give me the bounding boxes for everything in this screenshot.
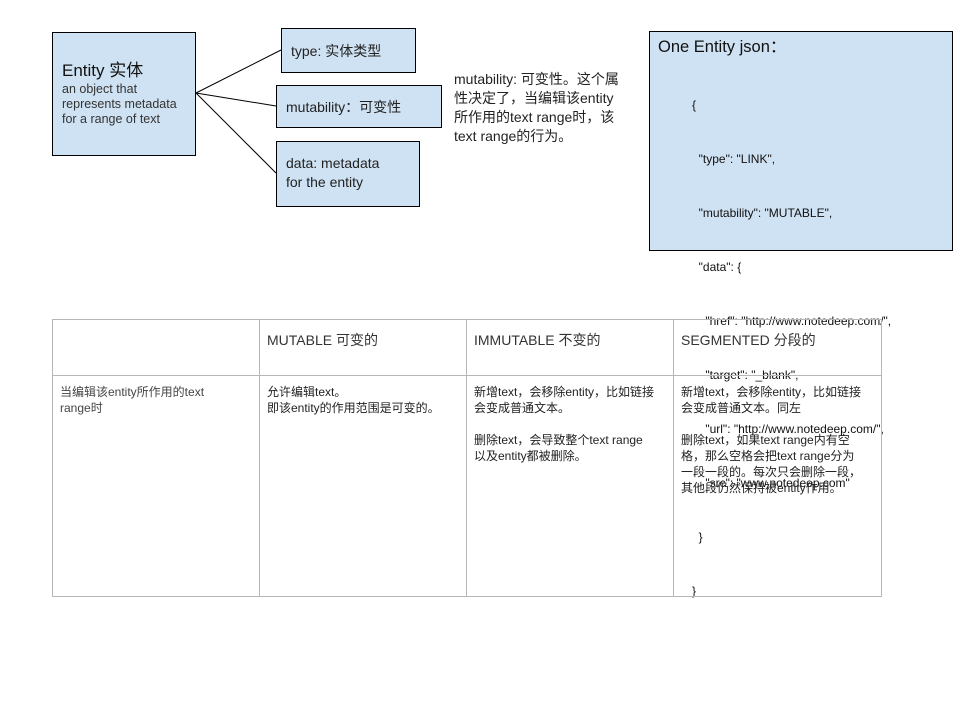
json-line: {	[692, 98, 697, 112]
json-line: "mutability": "MUTABLE",	[692, 206, 833, 220]
connector-to-data	[195, 92, 277, 174]
connector-to-type	[195, 49, 282, 94]
annotation-line: 所作用的text range时，该	[454, 109, 615, 125]
segmented-line: 一段一段的。每次只会删除一段，	[681, 465, 862, 479]
mutable-line: 允许编辑text。	[267, 385, 347, 399]
table-header-row: MUTABLE 可变的 IMMUTABLE 不变的 SEGMENTED 分段的	[52, 319, 882, 376]
connector-to-mutability	[195, 92, 277, 107]
entity-title: Entity 实体	[62, 61, 144, 80]
mutable-line: 即该entity的作用范围是可变的。	[267, 401, 440, 415]
row-label-line: range时	[60, 401, 103, 415]
header-cell-mutable: MUTABLE 可变的	[259, 319, 467, 376]
immutable-line: 删除text，会导致整个text range	[474, 433, 643, 447]
property-data-line: for the entity	[286, 174, 364, 190]
header-cell-immutable: IMMUTABLE 不变的	[466, 319, 674, 376]
entity-node: Entity 实体 an object that represents meta…	[52, 32, 196, 156]
property-mutability-node: mutability：可变性	[276, 85, 442, 128]
segmented-cell: 新增text，会移除entity，比如链接 会变成普通文本。同左 删除text，…	[673, 375, 882, 597]
row-label-cell: 当编辑该entity所作用的text range时	[52, 375, 260, 597]
entity-desc-line: represents metadata	[62, 97, 177, 111]
mutability-annotation: mutability: 可变性。这个属 性决定了，当编辑该entity 所作用的…	[454, 70, 644, 146]
entity-desc-line: for a range of text	[62, 112, 160, 126]
segmented-line: 会变成普通文本。同左	[681, 401, 802, 415]
property-type-node: type: 实体类型	[281, 28, 416, 73]
segmented-line: 其他段仍然保持被entity作用。	[681, 481, 842, 495]
immutable-line: 会变成普通文本。	[474, 401, 571, 415]
property-data-node: data: metadata for the entity	[276, 141, 420, 207]
mutable-cell: 允许编辑text。 即该entity的作用范围是可变的。	[259, 375, 467, 597]
property-data-line: data: metadata	[286, 155, 380, 171]
entity-desc-line: an object that	[62, 82, 138, 96]
segmented-line: 新增text，会移除entity，比如链接	[681, 385, 862, 399]
table-row: 当编辑该entity所作用的text range时 允许编辑text。 即该en…	[52, 375, 882, 597]
immutable-line: 新增text，会移除entity，比如链接	[474, 385, 655, 399]
json-example-title: One Entity json：	[658, 38, 787, 56]
entity-description: an object that represents metadata for a…	[62, 82, 187, 127]
annotation-line: 性决定了，当编辑该entity	[454, 90, 614, 106]
segmented-line: 删除text，如果text range内有空	[681, 433, 850, 447]
header-cell-segmented: SEGMENTED 分段的	[673, 319, 882, 376]
json-line: "data": {	[692, 260, 742, 274]
json-example-box: One Entity json： { "type": "LINK", "muta…	[649, 31, 953, 598]
annotation-line: text range的行为。	[454, 128, 573, 144]
immutable-line: 以及entity都被删除。	[474, 449, 587, 463]
json-line: "type": "LINK",	[692, 152, 776, 166]
annotation-line: mutability: 可变性。这个属	[454, 71, 619, 87]
header-cell-empty	[52, 319, 260, 376]
segmented-line: 格，那么空格会把text range分为	[681, 449, 855, 463]
mutability-comparison-table: MUTABLE 可变的 IMMUTABLE 不变的 SEGMENTED 分段的 …	[52, 319, 882, 597]
row-label-line: 当编辑该entity所作用的text	[60, 385, 205, 399]
immutable-cell: 新增text，会移除entity，比如链接 会变成普通文本。 删除text，会导…	[466, 375, 674, 597]
